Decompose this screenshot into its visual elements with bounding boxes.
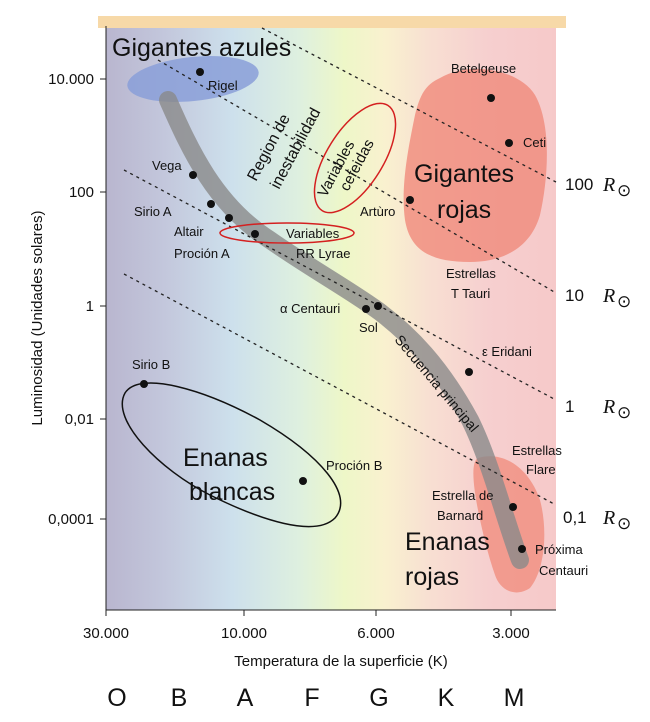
radius-line-1	[123, 169, 557, 401]
star-proxima	[518, 545, 526, 553]
star-sirio-a	[207, 200, 215, 208]
label-proxima-1: Próxima	[535, 542, 583, 557]
x-tick-label-10000: 10.000	[221, 625, 267, 642]
x-axis-title: Temperatura de la superficie (K)	[234, 653, 447, 670]
label-ttauri-2: T Tauri	[451, 286, 490, 301]
star-procion-b	[299, 477, 307, 485]
label-barnard-1: Estrella de	[432, 488, 493, 503]
radius-line-0-1	[123, 273, 557, 506]
star-altair	[225, 214, 233, 222]
star-arturo	[406, 196, 414, 204]
label-rr-1: Variables	[286, 226, 340, 241]
label-radius-100: 100	[565, 175, 593, 194]
label-radius-0-1: 0,1	[563, 508, 587, 527]
label-radius-10-sun: ⊙	[617, 292, 631, 311]
main-sequence-band	[159, 91, 529, 569]
label-sirio-a: Sirio A	[134, 204, 172, 219]
label-rr-2: RR Lyrae	[296, 246, 350, 261]
label-radius-0-1-r: R	[602, 507, 615, 529]
x-tick-label-3000: 3.000	[492, 625, 530, 642]
x-tick-label-6000: 6.000	[357, 625, 395, 642]
label-ceti: Ceti	[523, 135, 546, 150]
label-altair: Altair	[174, 224, 204, 239]
label-ttauri-1: Estrellas	[446, 266, 496, 281]
label-vega: Vega	[152, 158, 182, 173]
label-epsilon-eridani: ε Eridani	[482, 344, 532, 359]
star-sol	[374, 302, 382, 310]
y-tick-label-100: 100	[69, 184, 94, 201]
star-ceti	[505, 139, 513, 147]
spectral-class-f: F	[304, 684, 319, 712]
cepheid-variables-ellipse	[313, 102, 397, 214]
label-sirio-b: Sirio B	[132, 357, 170, 372]
label-radius-1-r: R	[602, 396, 615, 418]
star-vega	[189, 171, 197, 179]
label-flare-1: Estrellas	[512, 443, 562, 458]
y-tick-label-001: 0,01	[65, 411, 94, 428]
label-enanas-rojas-2: rojas	[405, 563, 459, 591]
spectral-class-b: B	[171, 684, 188, 712]
label-radius-10: 10	[565, 286, 584, 305]
star-rigel	[196, 68, 204, 76]
label-proxima-2: Centauri	[539, 563, 588, 578]
label-enanas-blancas-1: Enanas	[183, 444, 268, 472]
label-barnard-2: Barnard	[437, 508, 483, 523]
star-sirio-b	[140, 380, 148, 388]
label-flare-2: Flare	[526, 462, 556, 477]
label-arturo: Artùro	[360, 204, 395, 219]
rr-lyrae-ellipse	[219, 222, 355, 244]
star-epsilon-eridani	[465, 368, 473, 376]
label-betelgeuse: Betelgeuse	[451, 61, 516, 76]
white-dwarfs-region	[121, 382, 342, 528]
label-radius-100-r: R	[602, 174, 615, 196]
label-enanas-blancas-2: blancas	[189, 478, 275, 506]
star-alpha-centauri	[362, 305, 370, 313]
spectral-class-g: G	[369, 684, 388, 712]
label-sol: Sol	[359, 320, 378, 335]
label-procion-b: Proción B	[326, 458, 382, 473]
blue-giants-region	[127, 56, 259, 102]
y-tick-label-1: 1	[86, 298, 94, 315]
label-radius-1: 1	[565, 397, 574, 416]
label-alpha-centauri: α Centauri	[280, 301, 340, 316]
star-procion-a	[251, 230, 259, 238]
top-bar	[98, 16, 566, 28]
label-radius-0-1-sun: ⊙	[617, 514, 631, 533]
label-enanas-rojas-1: Enanas	[405, 528, 490, 556]
y-tick-label-10000: 10.000	[48, 71, 94, 88]
label-gigantes-rojas-1: Gigantes	[414, 160, 514, 188]
star-betelgeuse	[487, 94, 495, 102]
label-rigel: Rigel	[208, 78, 238, 93]
label-procion-a: Proción A	[174, 246, 230, 261]
y-tick-label-00001: 0,0001	[48, 511, 94, 528]
label-radius-10-r: R	[602, 285, 615, 307]
spectral-class-a: A	[237, 684, 254, 712]
label-gigantes-azules: Gigantes azules	[112, 34, 291, 62]
label-radius-100-sun: ⊙	[617, 181, 631, 200]
label-radius-1-sun: ⊙	[617, 403, 631, 422]
spectral-class-m: M	[504, 684, 525, 712]
y-axis-title: Luminosidad (Unidades solares)	[29, 210, 46, 425]
star-barnard	[509, 503, 517, 511]
red-giants-region	[403, 68, 547, 262]
spectral-class-k: K	[438, 684, 455, 712]
x-tick-label-30000: 30.000	[83, 625, 129, 642]
spectral-class-o: O	[107, 684, 126, 712]
label-gigantes-rojas-2: rojas	[437, 196, 491, 224]
